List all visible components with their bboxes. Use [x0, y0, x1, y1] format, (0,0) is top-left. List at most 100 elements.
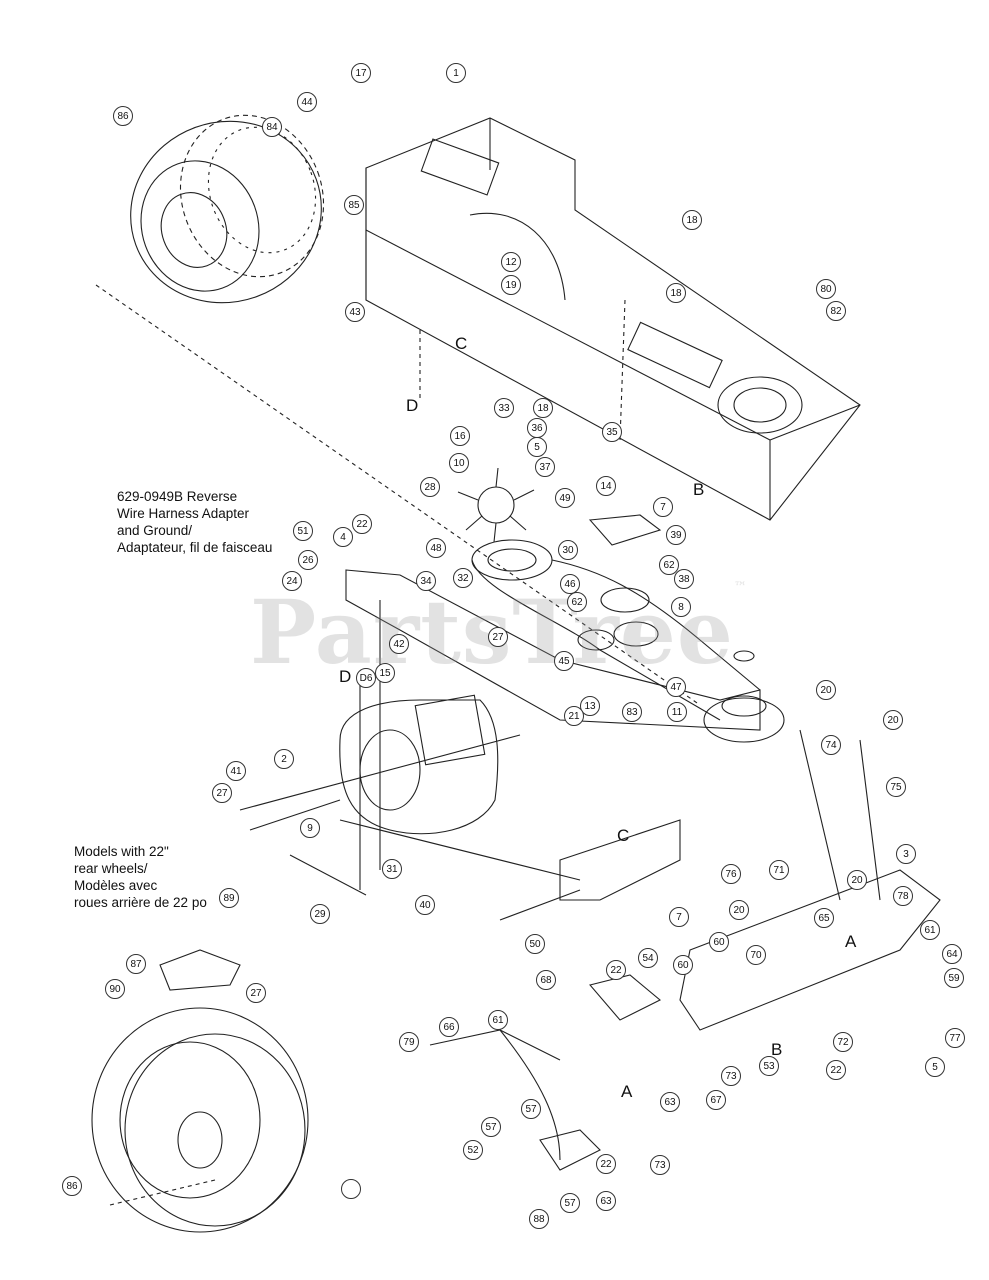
- part-callout[interactable]: 33: [494, 398, 514, 418]
- part-callout[interactable]: 87: [126, 954, 146, 974]
- part-callout[interactable]: 35: [602, 422, 622, 442]
- part-callout[interactable]: 88: [529, 1209, 549, 1229]
- part-callout[interactable]: 18: [533, 398, 553, 418]
- part-callout[interactable]: 52: [463, 1140, 483, 1160]
- part-callout[interactable]: 76: [721, 864, 741, 884]
- part-callout[interactable]: 41: [226, 761, 246, 781]
- part-callout[interactable]: 39: [666, 525, 686, 545]
- part-callout[interactable]: 60: [709, 932, 729, 952]
- part-callout[interactable]: 90: [105, 979, 125, 999]
- part-callout[interactable]: 89: [219, 888, 239, 908]
- part-callout[interactable]: 18: [666, 283, 686, 303]
- part-callout[interactable]: 53: [759, 1056, 779, 1076]
- part-callout[interactable]: 42: [389, 634, 409, 654]
- part-callout[interactable]: 16: [450, 426, 470, 446]
- part-callout[interactable]: 83: [622, 702, 642, 722]
- part-callout[interactable]: 47: [666, 677, 686, 697]
- part-callout[interactable]: 85: [344, 195, 364, 215]
- part-callout[interactable]: 26: [298, 550, 318, 570]
- part-callout[interactable]: 18: [682, 210, 702, 230]
- part-callout[interactable]: 5: [527, 437, 547, 457]
- part-callout[interactable]: 62: [567, 592, 587, 612]
- part-callout[interactable]: 44: [297, 92, 317, 112]
- part-callout[interactable]: 36: [527, 418, 547, 438]
- part-callout[interactable]: 74: [821, 735, 841, 755]
- part-callout[interactable]: 82: [826, 301, 846, 321]
- part-callout[interactable]: 86: [113, 106, 133, 126]
- part-callout[interactable]: 49: [555, 488, 575, 508]
- part-callout[interactable]: 4: [333, 527, 353, 547]
- part-callout[interactable]: 38: [674, 569, 694, 589]
- part-callout[interactable]: 64: [942, 944, 962, 964]
- part-callout[interactable]: 77: [945, 1028, 965, 1048]
- part-callout[interactable]: 5: [925, 1057, 945, 1077]
- part-callout[interactable]: 22: [352, 514, 372, 534]
- part-callout[interactable]: 15: [375, 663, 395, 683]
- part-callout[interactable]: 79: [399, 1032, 419, 1052]
- part-callout[interactable]: 62: [659, 555, 679, 575]
- part-callout[interactable]: 34: [416, 571, 436, 591]
- part-callout[interactable]: 80: [816, 279, 836, 299]
- part-callout[interactable]: 10: [449, 453, 469, 473]
- part-callout[interactable]: 61: [920, 920, 940, 940]
- part-callout[interactable]: 29: [310, 904, 330, 924]
- part-callout[interactable]: 32: [453, 568, 473, 588]
- part-callout[interactable]: 9: [300, 818, 320, 838]
- part-callout[interactable]: 1: [446, 63, 466, 83]
- part-callout[interactable]: 3: [896, 844, 916, 864]
- part-callout[interactable]: 63: [660, 1092, 680, 1112]
- part-callout[interactable]: 51: [293, 521, 313, 541]
- part-callout[interactable]: 20: [816, 680, 836, 700]
- part-callout[interactable]: 14: [596, 476, 616, 496]
- part-callout[interactable]: 21: [564, 706, 584, 726]
- part-callout[interactable]: 54: [638, 948, 658, 968]
- part-callout[interactable]: 71: [769, 860, 789, 880]
- part-callout[interactable]: 66: [439, 1017, 459, 1037]
- part-callout[interactable]: 24: [282, 571, 302, 591]
- part-callout[interactable]: 75: [886, 777, 906, 797]
- part-callout[interactable]: 22: [606, 960, 626, 980]
- part-callout[interactable]: 17: [351, 63, 371, 83]
- part-callout[interactable]: 73: [650, 1155, 670, 1175]
- part-callout[interactable]: 7: [669, 907, 689, 927]
- part-callout[interactable]: 73: [721, 1066, 741, 1086]
- part-callout[interactable]: 86: [62, 1176, 82, 1196]
- part-callout[interactable]: 46: [560, 574, 580, 594]
- part-callout[interactable]: [341, 1179, 361, 1199]
- part-callout[interactable]: 27: [212, 783, 232, 803]
- part-callout[interactable]: 63: [596, 1191, 616, 1211]
- part-callout[interactable]: 43: [345, 302, 365, 322]
- part-callout[interactable]: 20: [847, 870, 867, 890]
- part-callout[interactable]: 20: [883, 710, 903, 730]
- part-callout[interactable]: 45: [554, 651, 574, 671]
- part-callout[interactable]: 57: [481, 1117, 501, 1137]
- part-callout[interactable]: 2: [274, 749, 294, 769]
- part-callout[interactable]: 8: [671, 597, 691, 617]
- part-callout[interactable]: 61: [488, 1010, 508, 1030]
- part-callout[interactable]: 12: [501, 252, 521, 272]
- part-callout[interactable]: 60: [673, 955, 693, 975]
- part-callout[interactable]: 84: [262, 117, 282, 137]
- part-callout[interactable]: 67: [706, 1090, 726, 1110]
- part-callout[interactable]: 27: [488, 627, 508, 647]
- part-callout[interactable]: 72: [833, 1032, 853, 1052]
- part-callout[interactable]: 27: [246, 983, 266, 1003]
- part-callout[interactable]: D6: [356, 668, 376, 688]
- part-callout[interactable]: 37: [535, 457, 555, 477]
- part-callout[interactable]: 40: [415, 895, 435, 915]
- part-callout[interactable]: 31: [382, 859, 402, 879]
- part-callout[interactable]: 11: [667, 702, 687, 722]
- part-callout[interactable]: 70: [746, 945, 766, 965]
- part-callout[interactable]: 19: [501, 275, 521, 295]
- part-callout[interactable]: 30: [558, 540, 578, 560]
- part-callout[interactable]: 57: [560, 1193, 580, 1213]
- part-callout[interactable]: 22: [596, 1154, 616, 1174]
- part-callout[interactable]: 65: [814, 908, 834, 928]
- part-callout[interactable]: 22: [826, 1060, 846, 1080]
- part-callout[interactable]: 78: [893, 886, 913, 906]
- part-callout[interactable]: 13: [580, 696, 600, 716]
- part-callout[interactable]: 20: [729, 900, 749, 920]
- part-callout[interactable]: 50: [525, 934, 545, 954]
- part-callout[interactable]: 68: [536, 970, 556, 990]
- part-callout[interactable]: 57: [521, 1099, 541, 1119]
